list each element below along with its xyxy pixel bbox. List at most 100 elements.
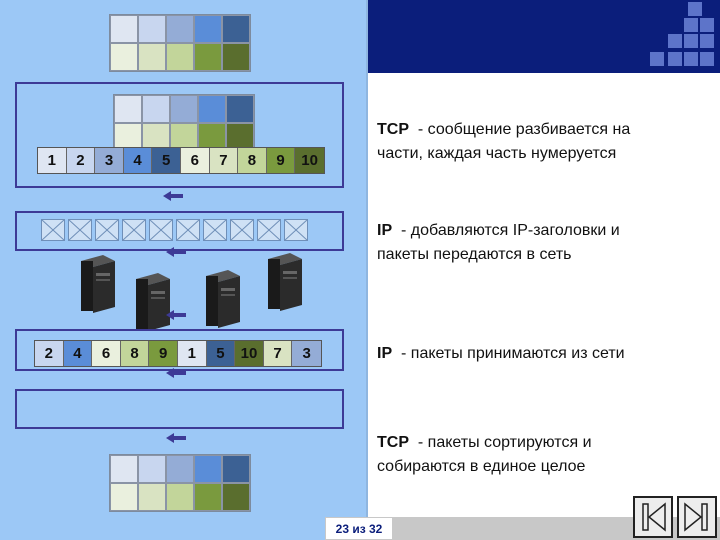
segment-number: 9: [149, 341, 178, 366]
protocol-label: TCP: [377, 434, 409, 451]
grid-cell: [226, 95, 254, 123]
envelope-icon: [203, 219, 227, 241]
step-ip-headers: IP - добавляются IP-заголовки и пакеты п…: [377, 219, 620, 267]
grid-cell: [222, 483, 250, 511]
grid-cell: [114, 95, 142, 123]
step-text: - сообщение разбивается на: [409, 121, 631, 138]
header-band: [368, 0, 720, 73]
grid-cell: [166, 43, 194, 71]
message-grid-top: [109, 14, 251, 72]
protocol-label: IP: [377, 345, 393, 362]
segment-number: 5: [206, 341, 236, 366]
segment-number: 7: [209, 148, 239, 173]
grid-cell: [226, 123, 254, 151]
grid-cell: [166, 455, 194, 483]
segment-number: 6: [180, 148, 210, 173]
server-tower-icon: [268, 253, 302, 311]
decor-square: [700, 34, 714, 48]
grid-cell: [170, 95, 198, 123]
step-tcp-assemble: TCP - пакеты сортируются и собираются в …: [377, 431, 592, 479]
grid-cell: [166, 483, 194, 511]
grid-cell: [194, 455, 222, 483]
segment-number: 1: [38, 148, 67, 173]
step-text: - пакеты сортируются и: [409, 434, 592, 451]
step-text: - добавляются IP-заголовки и: [392, 222, 620, 239]
decor-square: [650, 52, 664, 66]
panel-divider: [366, 0, 368, 540]
segment-number: 8: [238, 148, 267, 173]
step-text: пакеты передаются в сеть: [377, 246, 572, 263]
step-text: - пакеты принимаются из сети: [392, 345, 625, 362]
segment-number: 10: [295, 148, 324, 173]
grid-cell: [194, 43, 222, 71]
grid-cell: [198, 95, 226, 123]
segment-number: 1: [177, 341, 207, 366]
envelope-icon: [122, 219, 146, 241]
grid-cell: [166, 15, 194, 43]
step-tcp-split: TCP - сообщение разбивается на части, ка…: [377, 118, 630, 166]
decor-square: [700, 18, 714, 32]
protocol-label: TCP: [377, 121, 409, 138]
grid-cell: [142, 123, 170, 151]
grid-cell: [194, 483, 222, 511]
page-counter: 23 из 32: [325, 517, 393, 540]
envelope-icon: [95, 219, 119, 241]
step-text: части, каждая часть нумеруется: [377, 145, 617, 162]
envelope-icon: [68, 219, 92, 241]
segment-number: 5: [152, 148, 181, 173]
tcp-assemble-frame: [15, 389, 344, 429]
step-text: собираются в единое целое: [377, 458, 586, 475]
grid-cell: [138, 15, 166, 43]
segment-number: 9: [266, 148, 296, 173]
protocol-label: IP: [377, 222, 393, 239]
server-tower-icon: [206, 270, 240, 328]
segment-number: 6: [92, 341, 121, 366]
segment-number: 10: [235, 341, 264, 366]
decor-square: [688, 2, 702, 16]
envelope-icon: [284, 219, 308, 241]
segment-number: 8: [120, 341, 150, 366]
grid-cell: [110, 43, 138, 71]
grid-cell: [194, 15, 222, 43]
segment-number: 3: [95, 148, 124, 173]
grid-cell: [110, 483, 138, 511]
segment-number: 4: [123, 148, 153, 173]
arrow-left-icon: [166, 368, 186, 378]
message-grid-split: [113, 94, 255, 152]
decor-square: [684, 52, 698, 66]
segment-number: 2: [35, 341, 64, 366]
arrow-left-icon: [166, 247, 186, 257]
envelope-icon: [230, 219, 254, 241]
message-grid-assembled: [109, 454, 251, 512]
decor-square: [668, 52, 682, 66]
grid-cell: [222, 455, 250, 483]
decor-square: [700, 52, 714, 66]
envelope-icon: [257, 219, 281, 241]
segment-number: 3: [292, 341, 321, 366]
decor-square: [668, 34, 682, 48]
envelope-row: [41, 219, 308, 241]
arrow-left-icon: [166, 433, 186, 443]
envelope-icon: [41, 219, 65, 241]
grid-cell: [138, 483, 166, 511]
envelope-icon: [176, 219, 200, 241]
grid-cell: [138, 43, 166, 71]
server-tower-icon: [136, 273, 170, 331]
grid-cell: [142, 95, 170, 123]
envelope-icon: [149, 219, 173, 241]
nav-next-icon: [684, 502, 708, 532]
server-tower-icon: [81, 255, 115, 313]
prev-slide-button[interactable]: [633, 496, 673, 538]
grid-cell: [110, 15, 138, 43]
grid-cell: [222, 43, 250, 71]
arrow-left-icon: [163, 191, 183, 201]
grid-cell: [222, 15, 250, 43]
decor-square: [684, 18, 698, 32]
grid-cell: [110, 455, 138, 483]
segment-number: 2: [66, 148, 96, 173]
segment-number: 7: [263, 341, 293, 366]
next-slide-button[interactable]: [677, 496, 717, 538]
grid-cell: [138, 455, 166, 483]
